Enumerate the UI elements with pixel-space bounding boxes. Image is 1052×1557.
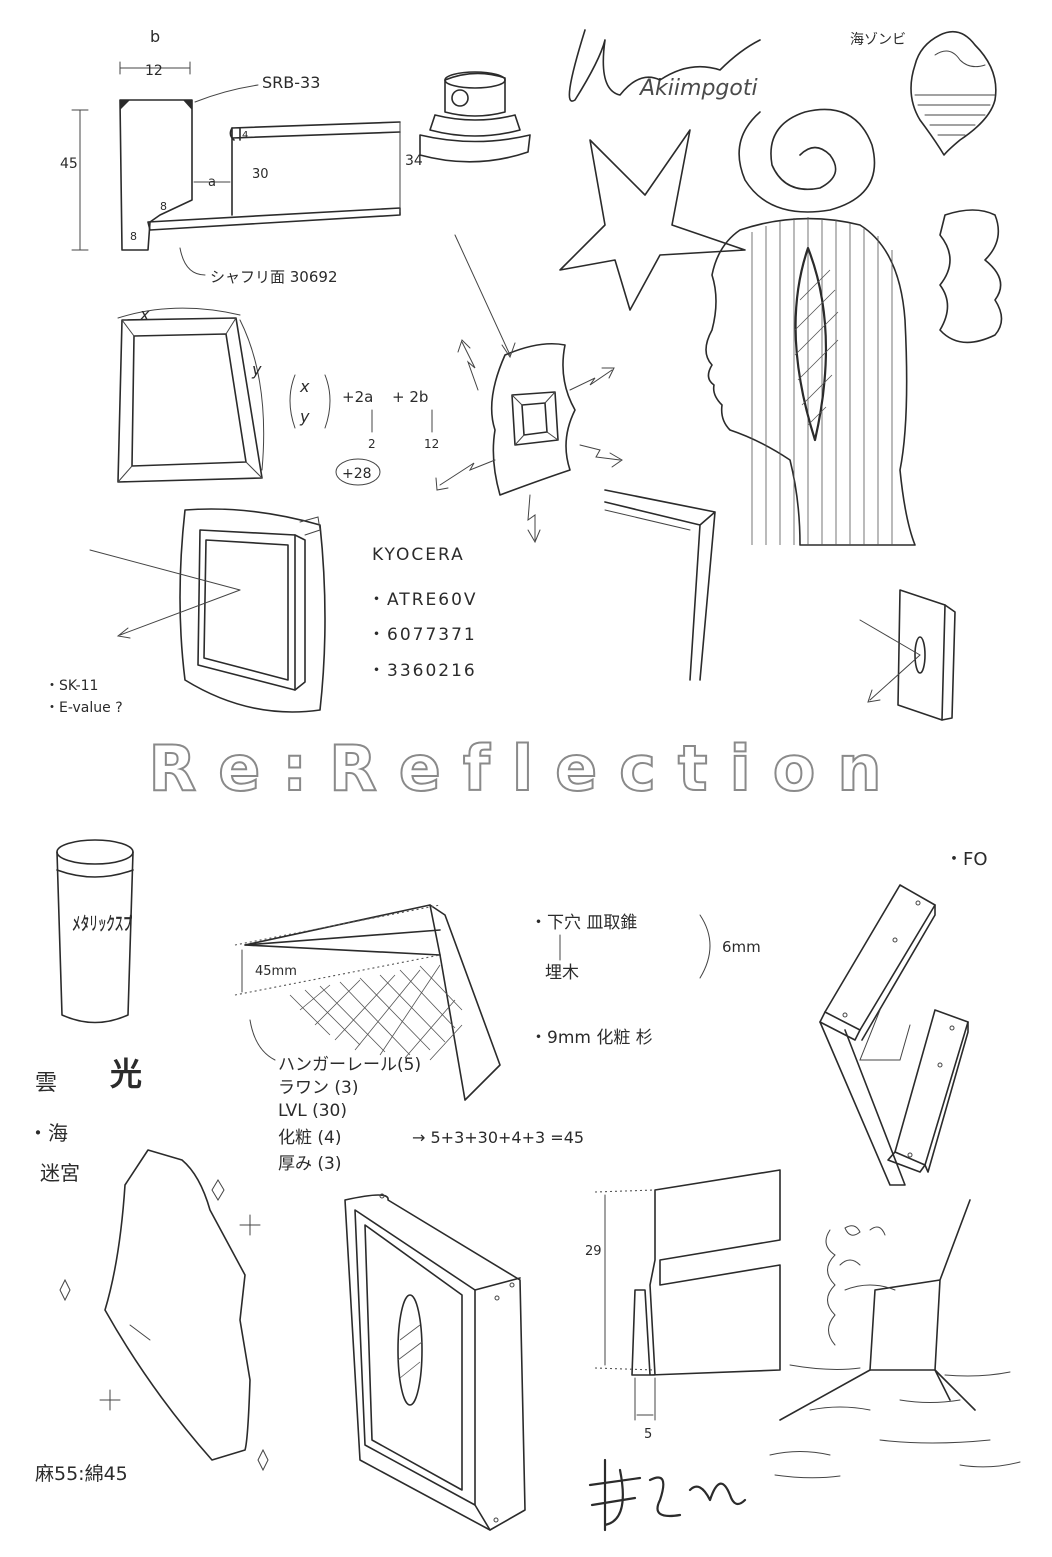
dim-29: 29 — [585, 1244, 602, 1259]
drill-6mm: 6mm — [722, 938, 761, 956]
dim-45: 45 — [60, 156, 78, 172]
spiral-drawing — [738, 108, 876, 213]
formula-x: x — [299, 377, 310, 396]
spray-cap-drawing — [419, 71, 531, 163]
signature-top: Akiimpgoti — [568, 29, 761, 102]
drill-note-1: ・下穴 皿取錐 — [530, 913, 637, 933]
reflection-arrows-diagram — [435, 234, 623, 544]
ornate-frame-drawing — [89, 508, 326, 713]
dim-b: b — [150, 27, 160, 46]
sk11-label: ・SK-11 — [45, 678, 98, 694]
formula-2: 2 — [368, 437, 376, 451]
evalue-label: ・E-value ? — [45, 700, 123, 716]
srb-profile-diagram: b 12 SRB-33 45 34 30 a 4 8 8 シャフリ面 30692 — [60, 27, 423, 286]
list-item-5: 厚み (3) — [278, 1154, 341, 1174]
box-frame-drawing — [344, 1193, 526, 1531]
fo-label: ・FO — [945, 849, 988, 870]
formula-12: 12 — [424, 437, 439, 451]
head-silhouette-drawing — [705, 217, 916, 546]
sum-formula: → 5+3+30+4+3 =45 — [412, 1128, 584, 1147]
wavy-blob-drawing — [939, 209, 1003, 344]
mirror-fragment-drawing — [59, 1149, 269, 1472]
list-item-4: 化粧 (4) — [278, 1128, 341, 1148]
frame-xy-diagram: x y — [117, 305, 265, 483]
mesh-corner-drawing — [234, 904, 501, 1101]
page-title: Re:Reflection — [147, 731, 904, 806]
dim-a: a — [208, 175, 216, 190]
umi-label: ・海 — [28, 1121, 68, 1145]
island-drawing — [910, 30, 997, 156]
frame-y: y — [251, 360, 262, 379]
signature-text: Akiimpgoti — [638, 76, 758, 101]
list-item-1: ハンガーレール(5) — [278, 1055, 421, 1075]
spray-label: メタリックスプ — [72, 913, 132, 935]
kyocera-item-3: ・3360216 — [368, 661, 477, 681]
list-item-3: LVL (30) — [278, 1101, 347, 1121]
dim-4: 4 — [242, 130, 248, 141]
srb-label: SRB-33 — [262, 73, 320, 92]
kyocera-heading: KYOCERA — [372, 545, 465, 565]
formula-y: y — [299, 407, 310, 426]
list-item-2: ラワン (3) — [278, 1078, 358, 1098]
drill-note-3: ・9mm 化粧 杉 — [530, 1028, 653, 1048]
hikari-label: 光 — [110, 1055, 142, 1093]
room-sea-scene — [769, 1199, 1021, 1479]
umi-zombie-label: 海ゾンビ — [850, 32, 906, 48]
shafu-label: シャフリ面 30692 — [210, 268, 338, 286]
dim-12: 12 — [145, 63, 163, 79]
bracket-drawing — [819, 884, 969, 1186]
kyocera-item-2: ・6077371 — [368, 625, 477, 645]
asa-label: 麻55:綿45 — [35, 1463, 128, 1485]
dim-45mm: 45mm — [255, 964, 297, 979]
dim-8b: 8 — [160, 200, 167, 213]
profile-29-drawing — [594, 1169, 781, 1421]
dim-8a: 8 — [130, 230, 137, 243]
star-drawing — [559, 129, 746, 311]
signature-bottom — [588, 1458, 747, 1532]
dim-30: 30 — [252, 167, 269, 182]
kyocera-item-1: ・ATRE60V — [368, 590, 478, 610]
frame-x: x — [139, 305, 150, 324]
wall-plate-drawing — [859, 589, 956, 721]
meikyu-label: 迷宮 — [40, 1161, 80, 1185]
formula-plus2a: +2a — [342, 388, 373, 406]
formula: x y +2a + 2b 2 12 +28 — [289, 374, 439, 486]
dim-34: 34 — [405, 153, 423, 169]
dim-5: 5 — [644, 1427, 652, 1442]
drill-note-2: 埋木 — [545, 963, 579, 983]
kumo-label: 雲 — [35, 1071, 57, 1096]
formula-plus2b: + 2b — [392, 388, 428, 406]
spray-can-drawing — [56, 839, 134, 1024]
formula-total: +28 — [342, 466, 372, 482]
corner-frame-drawing — [604, 489, 716, 681]
